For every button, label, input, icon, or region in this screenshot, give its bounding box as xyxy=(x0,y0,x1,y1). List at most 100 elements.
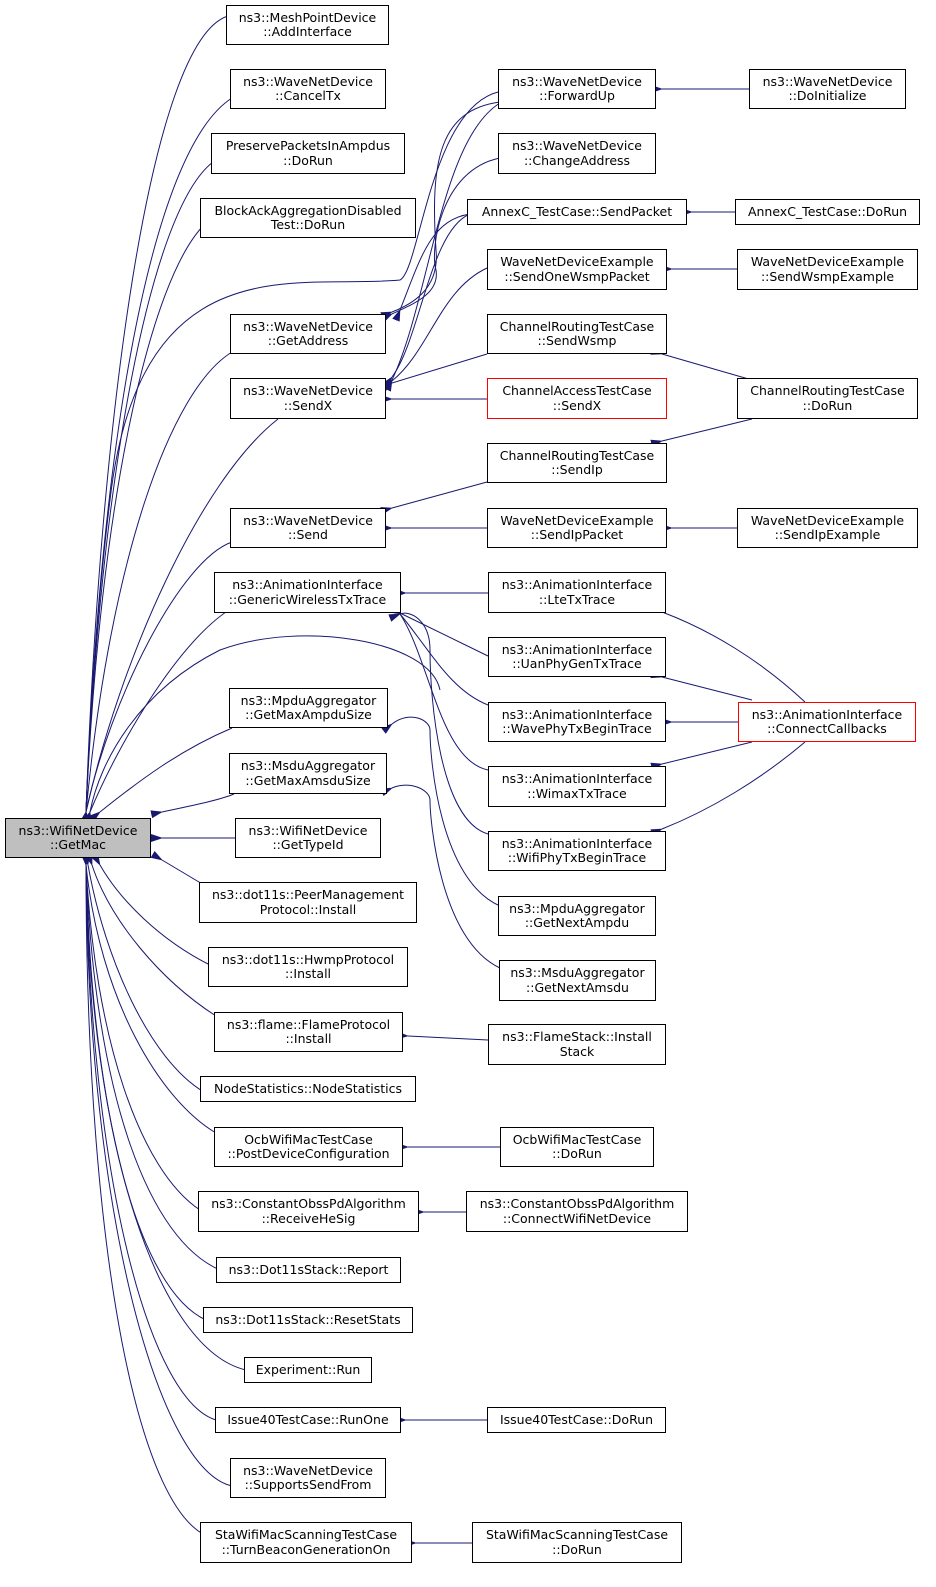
node-caller-ocb-postdeviceconfiguration[interactable]: OcbWifiMacTestCase ::PostDeviceConfigura… xyxy=(214,1127,403,1167)
node-label-line2: ::SupportsSendFrom xyxy=(244,1477,372,1492)
node-caller-msdu-getmaxamsdusize[interactable]: ns3::MsduAggregator ::GetMaxAmsduSize xyxy=(229,753,387,794)
node-caller-meshpoint-addinterface[interactable]: ns3::MeshPointDevice ::AddInterface xyxy=(226,5,389,45)
node-caller-wave-getaddress[interactable]: ns3::WaveNetDevice ::GetAddress xyxy=(230,314,386,354)
node-label-line2: ::WavePhyTxBeginTrace xyxy=(502,721,652,736)
node-caller-peermanagement-install[interactable]: ns3::dot11s::PeerManagement Protocol::In… xyxy=(199,882,417,923)
node-channelrouting-dorun[interactable]: ChannelRoutingTestCase ::DoRun xyxy=(737,378,918,419)
node-label-line1: WaveNetDeviceExample xyxy=(500,254,654,269)
node-root-getmac[interactable]: ns3::WifiNetDevice ::GetMac xyxy=(5,818,151,858)
call-edge xyxy=(380,353,488,391)
node-caller-mpdu-getmaxampdusize[interactable]: ns3::MpduAggregator ::GetMaxAmpduSize xyxy=(229,688,388,728)
node-label-line1: WaveNetDeviceExample xyxy=(500,512,654,528)
node-label-line2: Test::DoRun xyxy=(270,217,346,232)
node-caller-anim-genericwirelesstxtrace[interactable]: ns3::AnimationInterface ::GenericWireles… xyxy=(214,572,401,613)
node-label-line2: ::DoRun xyxy=(802,397,853,413)
node-label-line1: OcbWifiMacTestCase xyxy=(512,1131,642,1147)
node-annexc-dorun[interactable]: AnnexC_TestCase::DoRun xyxy=(735,199,920,225)
call-edge xyxy=(79,418,279,824)
node-label-line2: ::SendIpExample xyxy=(774,527,881,542)
node-label-line1: ns3::flame::FlameProtocol xyxy=(226,1016,391,1032)
node-caller-blockack-dorun[interactable]: BlockAckAggregationDisabled Test::DoRun xyxy=(200,198,416,238)
node-label-line2: ::GetTypeId xyxy=(272,837,344,852)
node-label-line2: ::GetMaxAmpduSize xyxy=(245,707,372,722)
node-caller-dot11s-resetstats[interactable]: ns3::Dot11sStack::ResetStats xyxy=(203,1307,413,1333)
node-label-line2: ::SendIpPacket xyxy=(530,527,624,542)
call-edge xyxy=(81,853,221,1271)
node-label-line2: ::Send xyxy=(288,527,328,542)
node-label-line2: Stack xyxy=(559,1043,595,1059)
call-edge xyxy=(80,853,217,1134)
node-anim-wimaxtxtrace[interactable]: ns3::AnimationInterface ::WimaxTxTrace xyxy=(488,766,666,807)
node-caller-experiment-run[interactable]: Experiment::Run xyxy=(244,1357,372,1383)
node-label-line2: ::SendWsmp xyxy=(537,333,617,348)
node-label-line1: ChannelRoutingTestCase xyxy=(499,318,655,334)
node-stawifi-dorun[interactable]: StaWifiMacScanningTestCase ::DoRun xyxy=(472,1522,682,1563)
node-caller-stawifi-turnbeacongenerationon[interactable]: StaWifiMacScanningTestCase ::TurnBeaconG… xyxy=(200,1522,412,1563)
node-label-line2: ::DoRun xyxy=(552,1146,602,1161)
node-caller-wave-supportssendfrom[interactable]: ns3::WaveNetDevice ::SupportsSendFrom xyxy=(230,1458,386,1498)
node-issue40-dorun[interactable]: Issue40TestCase::DoRun xyxy=(487,1407,666,1433)
call-edge xyxy=(650,347,753,381)
node-label-line2: ::SendIp xyxy=(551,462,603,477)
node-caller-nodestatistics[interactable]: NodeStatistics::NodeStatistics xyxy=(200,1076,416,1102)
node-ocb-dorun[interactable]: OcbWifiMacTestCase ::DoRun xyxy=(500,1127,654,1167)
node-flamestack-installstack[interactable]: ns3::FlameStack::Install Stack xyxy=(488,1024,666,1065)
node-label-line2: ::GetNextAmpdu xyxy=(524,915,630,930)
node-label-line2: ::GetAddress xyxy=(267,333,349,348)
node-label-line1: Issue40TestCase::RunOne xyxy=(227,1411,389,1427)
node-label-line2: ::ChangeAddress xyxy=(523,152,631,168)
node-wave-changeaddress[interactable]: ns3::WaveNetDevice ::ChangeAddress xyxy=(498,133,656,174)
node-anim-connectcallbacks[interactable]: ns3::AnimationInterface ::ConnectCallbac… xyxy=(738,702,916,742)
node-label-line1: ns3::WaveNetDevice xyxy=(762,73,893,89)
node-msdu-getnextamsdu[interactable]: ns3::MsduAggregator ::GetNextAmsdu xyxy=(499,960,656,1001)
call-edge xyxy=(380,481,488,515)
node-label-line2: ::SendOneWsmpPacket xyxy=(504,268,650,284)
call-edge xyxy=(390,602,489,771)
node-annexc-sendpacket[interactable]: AnnexC_TestCase::SendPacket xyxy=(467,199,687,225)
node-label-line1: NodeStatistics::NodeStatistics xyxy=(214,1080,402,1096)
node-anim-ltetxtrace[interactable]: ns3::AnimationInterface ::LteTxTrace xyxy=(488,572,666,613)
node-caller-preservepackets-dorun[interactable]: PreservePacketsInAmpdus ::DoRun xyxy=(211,133,405,174)
call-edge xyxy=(81,853,233,1487)
node-label-line1: PreservePacketsInAmpdus xyxy=(225,138,391,153)
node-caller-issue40-runone[interactable]: Issue40TestCase::RunOne xyxy=(215,1407,401,1433)
node-label-line1: ns3::WaveNetDevice xyxy=(243,73,373,89)
node-anim-uanphygentxtrace[interactable]: ns3::AnimationInterface ::UanPhyGenTxTra… xyxy=(488,637,666,677)
call-edge xyxy=(650,741,753,771)
node-label-line1: Issue40TestCase::DoRun xyxy=(499,1411,654,1427)
node-caller-wave-send[interactable]: ns3::WaveNetDevice ::Send xyxy=(230,508,386,548)
call-edge xyxy=(79,541,233,824)
node-waveexample-sendipexample[interactable]: WaveNetDeviceExample ::SendIpExample xyxy=(737,508,918,548)
node-channelrouting-sendwsmp[interactable]: ChannelRoutingTestCase ::SendWsmp xyxy=(487,314,667,354)
node-label-line1: ns3::WifiNetDevice xyxy=(18,822,138,838)
node-label-line1: ns3::AnimationInterface xyxy=(501,577,653,592)
node-label-line1: ns3::ConstantObssPdAlgorithm xyxy=(479,1196,675,1211)
node-label-line1: ns3::WaveNetDevice xyxy=(512,73,642,89)
node-caller-dot11s-report[interactable]: ns3::Dot11sStack::Report xyxy=(216,1257,401,1283)
node-caller-wifi-gettypeid[interactable]: ns3::WifiNetDevice ::GetTypeId xyxy=(235,818,381,858)
node-caller-hwmp-install[interactable]: ns3::dot11s::HwmpProtocol ::Install xyxy=(208,947,408,987)
node-anim-wifiphytxbegintrace[interactable]: ns3::AnimationInterface ::WifiPhyTxBegin… xyxy=(488,831,666,871)
node-caller-flame-install[interactable]: ns3::flame::FlameProtocol ::Install xyxy=(214,1012,403,1052)
node-waveexample-sendonewsmppacket[interactable]: WaveNetDeviceExample ::SendOneWsmpPacket xyxy=(487,249,667,290)
call-edge xyxy=(650,604,806,703)
node-caller-wave-canceltx[interactable]: ns3::WaveNetDevice ::CancelTx xyxy=(230,69,386,109)
node-label-line1: ns3::AnimationInterface xyxy=(501,641,653,657)
node-wave-forwardup[interactable]: ns3::WaveNetDevice ::ForwardUp xyxy=(498,69,656,109)
node-label-line2: ::TurnBeaconGenerationOn xyxy=(221,1541,391,1557)
call-edge xyxy=(383,102,501,392)
call-edge xyxy=(380,267,488,392)
node-channelrouting-sendip[interactable]: ChannelRoutingTestCase ::SendIp xyxy=(487,443,667,483)
node-label-line2: ::Install xyxy=(285,1031,332,1046)
node-caller-wave-sendx[interactable]: ns3::WaveNetDevice ::SendX xyxy=(230,378,386,419)
call-edge xyxy=(81,91,499,824)
node-waveexample-sendwsmpexample[interactable]: WaveNetDeviceExample ::SendWsmpExample xyxy=(737,249,918,290)
node-waveexample-sendippacket[interactable]: WaveNetDeviceExample ::SendIpPacket xyxy=(487,508,667,548)
node-wave-doinitialize[interactable]: ns3::WaveNetDevice ::DoInitialize xyxy=(749,69,906,109)
node-caller-obsspd-receivehesig[interactable]: ns3::ConstantObssPdAlgorithm ::ReceiveHe… xyxy=(198,1191,419,1232)
node-channelaccess-sendx[interactable]: ChannelAccessTestCase ::SendX xyxy=(487,378,667,419)
node-label-line2: ::PostDeviceConfiguration xyxy=(227,1146,390,1161)
node-anim-wavephytxbegintrace[interactable]: ns3::AnimationInterface ::WavePhyTxBegin… xyxy=(488,702,666,742)
node-mpdu-getnextampdu[interactable]: ns3::MpduAggregator ::GetNextAmpdu xyxy=(498,896,656,936)
node-obsspd-connectwifinetdevice[interactable]: ns3::ConstantObssPdAlgorithm ::ConnectWi… xyxy=(466,1191,688,1232)
